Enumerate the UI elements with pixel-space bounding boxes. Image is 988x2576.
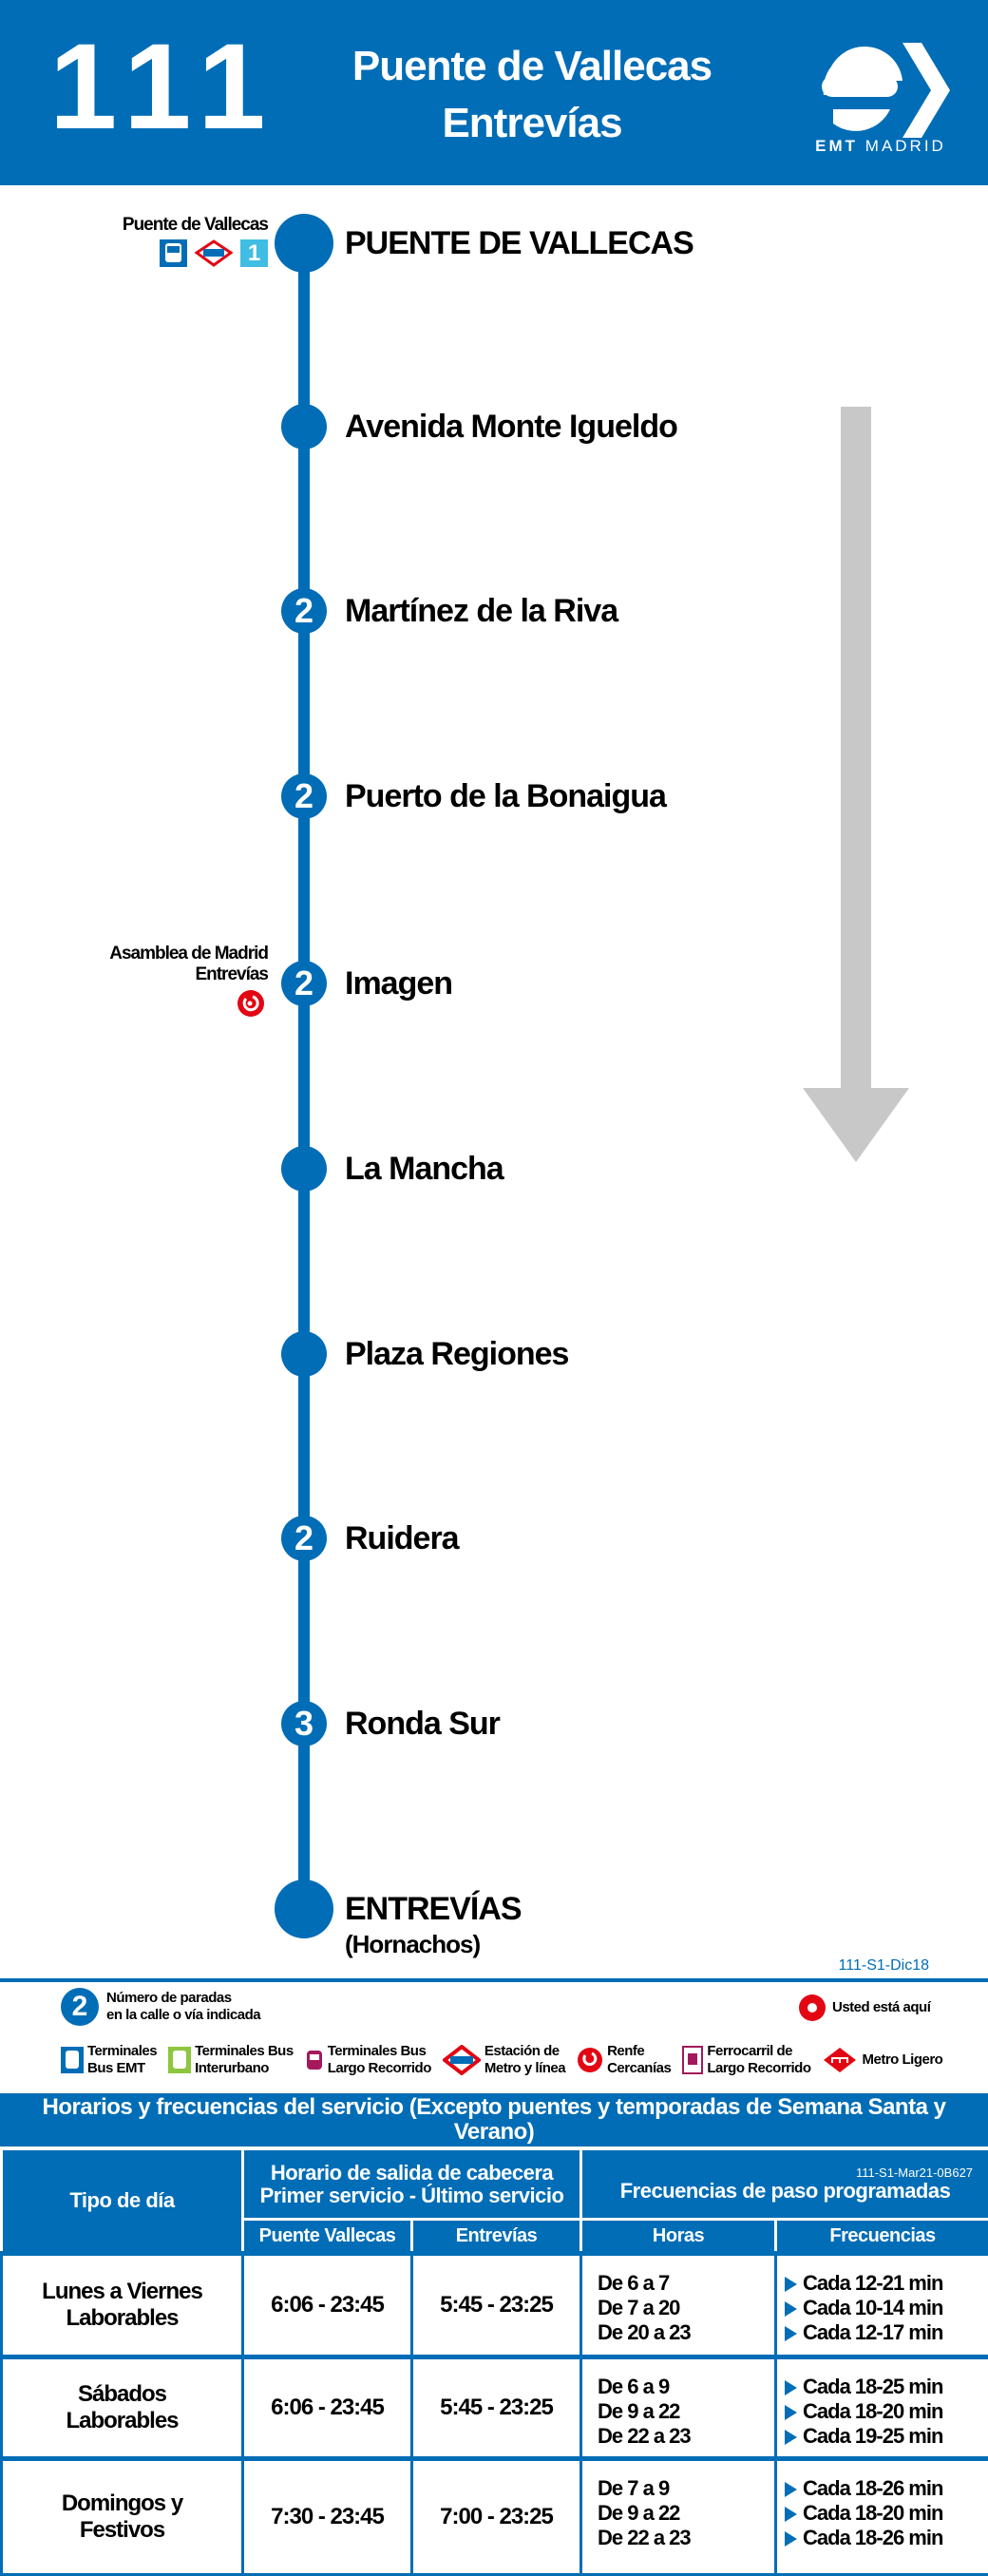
bus-emt-icon — [61, 2047, 84, 2073]
arrow-icon — [785, 2405, 797, 2420]
header-horas: Horas — [581, 2220, 776, 2254]
bus-interurbano-icon — [168, 2047, 191, 2073]
arrow-icon — [785, 2430, 797, 2445]
header-entrevias: Entrevías — [412, 2220, 581, 2254]
renfe-cercanias-icon — [577, 2047, 603, 2073]
stop-dot-icon — [281, 1331, 327, 1377]
metro-icon — [443, 2045, 481, 2075]
stop-name: Avenida Monte Igueldo — [345, 406, 677, 448]
stop-dot-icon — [281, 1146, 327, 1192]
time-puente-vallecas: 6:06 - 23:45 — [243, 2254, 412, 2357]
metro-icon — [195, 239, 233, 267]
divider — [0, 1978, 988, 1982]
time-puente-vallecas: 7:30 - 23:45 — [243, 2459, 412, 2575]
arrow-icon — [785, 2507, 797, 2522]
time-entrevias: 5:45 - 23:25 — [412, 2254, 581, 2357]
stop-name: ENTREVÍAS — [345, 1888, 522, 1930]
time-entrevias: 7:00 - 23:25 — [412, 2459, 581, 2575]
header-tipo-dia: Tipo de día — [2, 2149, 243, 2254]
route-number: 111 — [49, 27, 278, 148]
metro-ligero-icon — [823, 2047, 857, 2073]
title-destination: Entrevías — [442, 100, 621, 146]
stop-name: Puerto de la Bonaigua — [345, 775, 666, 817]
bus-emt-icon — [160, 239, 187, 267]
direction-arrow-icon — [803, 407, 909, 1163]
stop-name: PUENTE DE VALLECAS — [345, 222, 694, 264]
stop-dot-icon — [281, 404, 327, 449]
train-icon — [682, 2046, 703, 2074]
stop-count-badge: 2 — [281, 773, 327, 819]
logo-text: EMT MADRID — [809, 137, 952, 156]
time-puente-vallecas: 6:06 - 23:45 — [243, 2357, 412, 2459]
schedule-code: 111-S1-Mar21-0B627 — [586, 2166, 984, 2180]
stop-name: Ronda Sur — [345, 1703, 500, 1745]
route-line — [298, 243, 310, 1909]
arrow-icon — [785, 2326, 797, 2341]
stop-subtitle: (Hornachos) — [345, 1930, 480, 1959]
renfe-cercanias-icon — [237, 989, 265, 1018]
header-puente-vallecas: Puente Vallecas — [243, 2220, 412, 2254]
arrow-icon — [785, 2531, 797, 2547]
arrow-icon — [785, 2301, 797, 2317]
title-origin: Puente de Vallecas — [352, 43, 712, 89]
stops-number-badge: 2 — [61, 1988, 99, 2026]
map-code: 111-S1-Dic18 — [839, 1957, 929, 1975]
stop-name: Ruidera — [345, 1517, 459, 1559]
you-are-here-icon — [798, 1994, 826, 2022]
terminal-stop-icon — [275, 214, 333, 273]
bus-largo-recorrido-icon — [305, 2047, 324, 2073]
legend-you-are-here: Usted está aquí — [798, 1994, 930, 2022]
header-frecuencias-col: Frecuencias — [776, 2220, 988, 2254]
schedule-title: Horarios y frecuencias del servicio (Exc… — [0, 2093, 988, 2147]
stop-count-badge: 2 — [281, 588, 327, 634]
schedule-table: Tipo de día Horario de salida de cabecer… — [0, 2147, 988, 2576]
legend-metro-ligero: Metro Ligero — [823, 2047, 943, 2073]
stop-name: Plaza Regiones — [345, 1333, 568, 1375]
metro-line-badge: 1 — [240, 239, 268, 267]
arrow-icon — [785, 2380, 797, 2395]
connection-imagen: Asamblea de Madrid Entrevías — [109, 944, 268, 1018]
terminal-stop-icon — [275, 1880, 333, 1938]
stop-count-badge: 3 — [281, 1701, 327, 1746]
stop-name: La Mancha — [345, 1148, 504, 1190]
stop-count-badge: 2 — [281, 961, 327, 1006]
arrow-icon — [785, 2277, 797, 2292]
route-title: Puente de Vallecas Entrevías — [285, 38, 779, 152]
time-entrevias: 5:45 - 23:25 — [412, 2357, 581, 2459]
stop-name: Martínez de la Riva — [345, 590, 618, 632]
stop-name: Imagen — [345, 963, 452, 1004]
header: 111 Puente de Vallecas Entrevías EMT MAD… — [0, 0, 988, 185]
stop-count-badge: 2 — [281, 1516, 327, 1561]
connection-puente-vallecas: Puente de Vallecas 1 — [123, 215, 268, 267]
arrow-icon — [785, 2482, 797, 2497]
